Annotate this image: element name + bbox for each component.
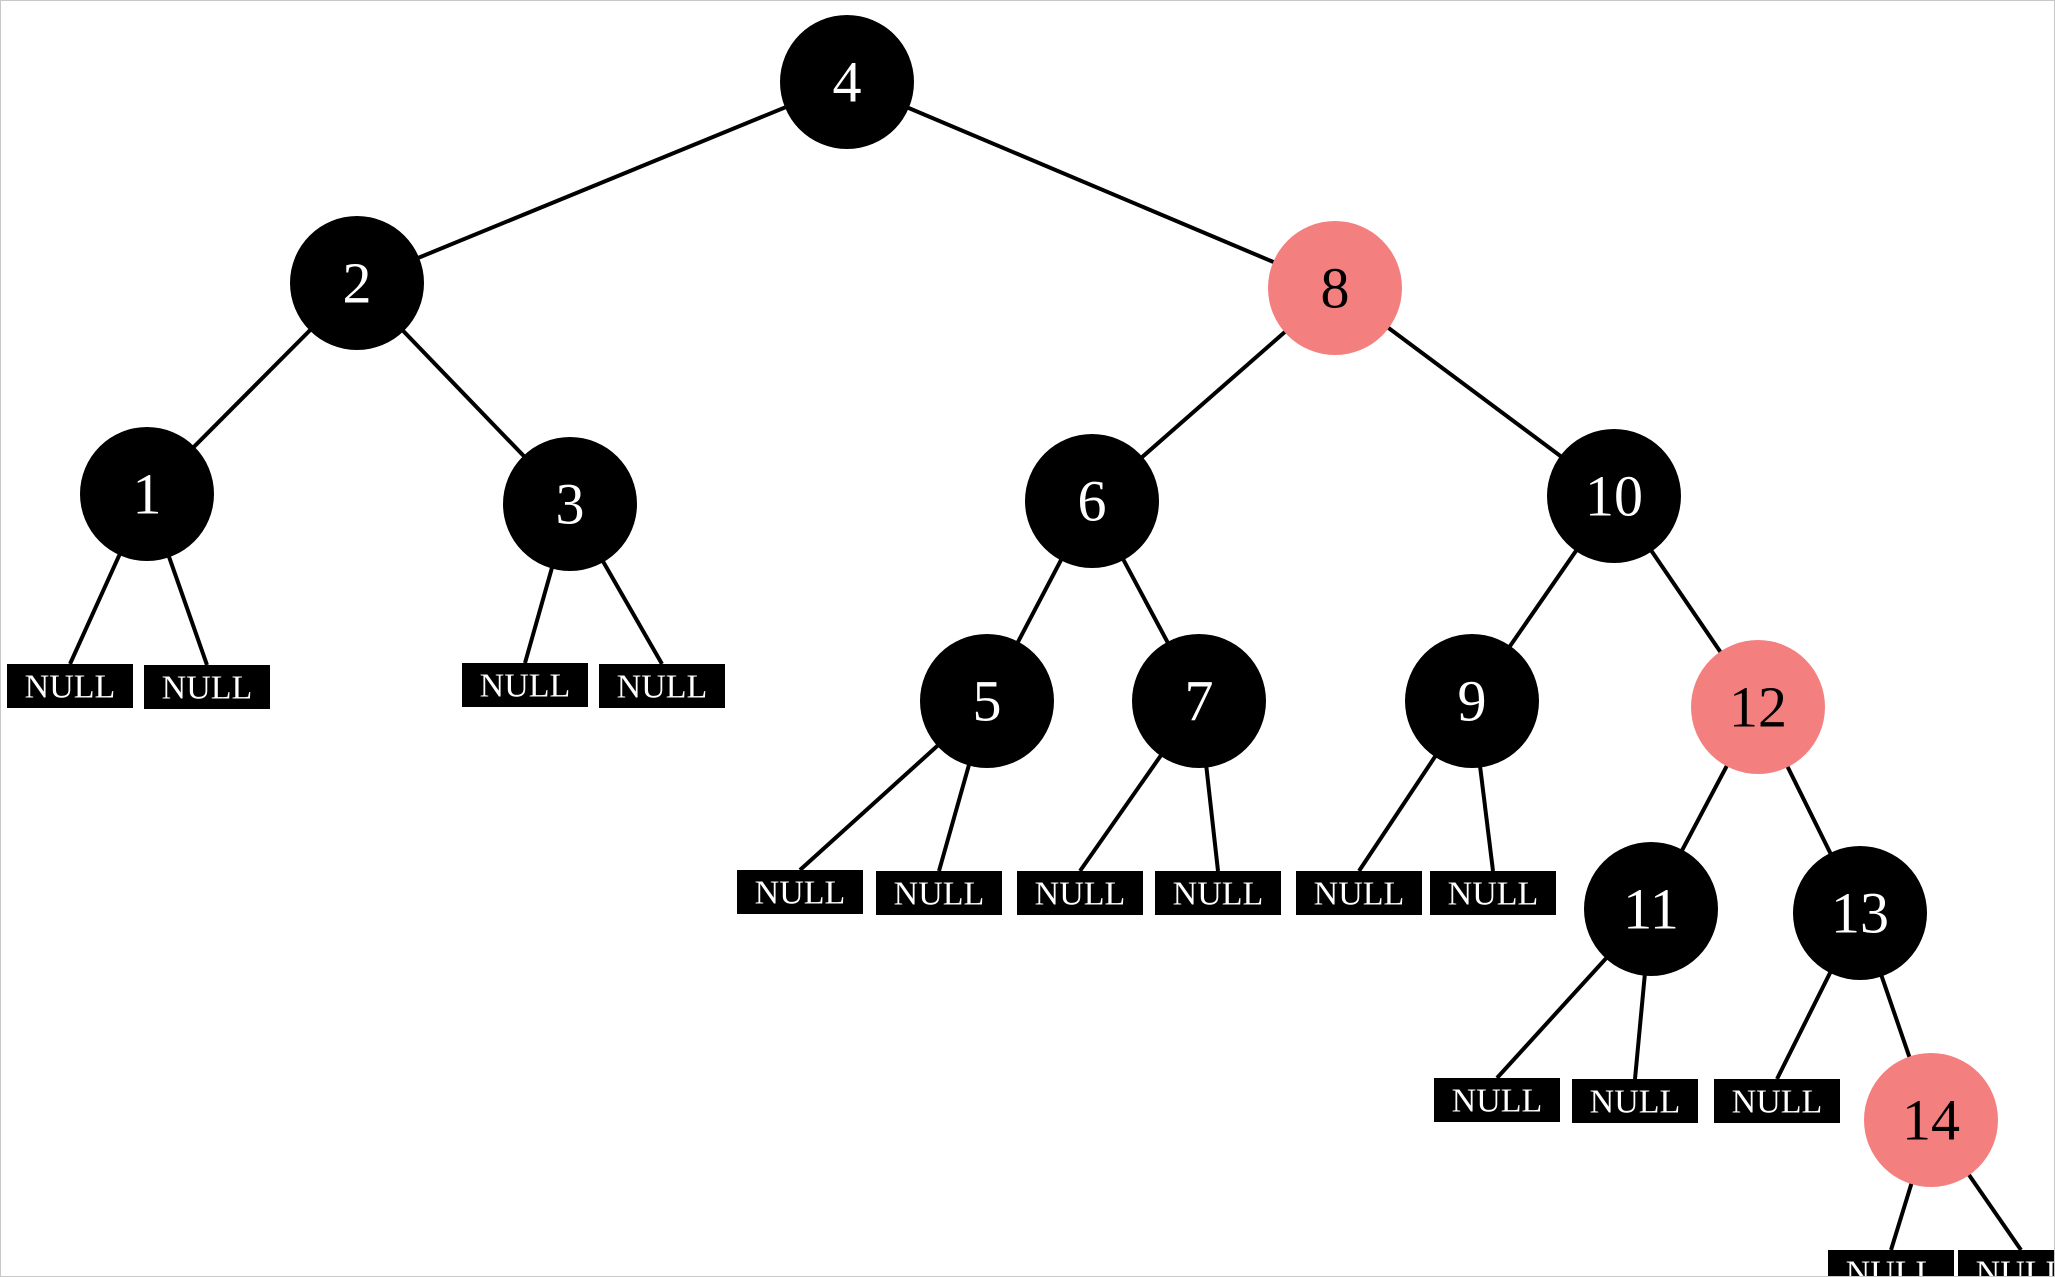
null-leaf-9-left: NULL [1296, 871, 1422, 915]
tree-node-13: 13 [1793, 846, 1927, 980]
null-label: NULL [162, 670, 253, 707]
node-circle-9-black [1405, 634, 1539, 768]
null-box [1017, 871, 1143, 915]
tree-node-4: 4 [780, 15, 914, 149]
node-circle-7-black [1132, 634, 1266, 768]
null-box [462, 663, 588, 707]
null-box [1296, 871, 1422, 915]
tree-node-12: 12 [1691, 640, 1825, 774]
node-label-14: 14 [1902, 1088, 1960, 1153]
null-box [144, 665, 270, 709]
node-circle-1-black [80, 427, 214, 561]
null-box [7, 664, 133, 708]
null-label: NULL [1173, 876, 1264, 913]
null-leaf-7-left: NULL [1017, 871, 1143, 915]
null-label: NULL [755, 875, 846, 912]
node-circle-3-black [503, 437, 637, 571]
node-label-2: 2 [343, 251, 372, 316]
node-label-1: 1 [133, 462, 162, 527]
node-circle-14-red [1864, 1053, 1998, 1187]
null-leaf-1-right: NULL [144, 665, 270, 709]
null-label: NULL [894, 876, 985, 913]
node-label-5: 5 [973, 669, 1002, 734]
node-circle-10-black [1547, 429, 1681, 563]
node-label-9: 9 [1458, 669, 1487, 734]
null-leaf-13-left: NULL [1714, 1079, 1840, 1123]
null-leaf-11-right: NULL [1572, 1079, 1698, 1123]
null-box [876, 871, 1002, 915]
null-label: NULL [1314, 876, 1405, 913]
null-box [1572, 1079, 1698, 1123]
edge-4-8 [846, 80, 1336, 290]
node-circle-2-black [290, 216, 424, 350]
tree-node-3: 3 [503, 437, 637, 571]
tree-node-5: 5 [920, 634, 1054, 768]
tree-node-6: 6 [1025, 434, 1159, 568]
null-leaf-11-left: NULL [1434, 1078, 1560, 1122]
null-leaf-3-left: NULL [462, 663, 588, 707]
node-circle-4-black [780, 15, 914, 149]
tree-node-2: 2 [290, 216, 424, 350]
null-leaf-14-right: NULL [1958, 1250, 2055, 1277]
null-leaf-5-right: NULL [876, 871, 1002, 915]
null-label: NULL [1732, 1084, 1823, 1121]
null-box [1430, 871, 1556, 915]
tree-node-1: 1 [80, 427, 214, 561]
null-box [1958, 1250, 2054, 1276]
node-circle-12-red [1691, 640, 1825, 774]
null-label: NULL [1590, 1084, 1681, 1121]
node-label-3: 3 [556, 472, 585, 537]
node-label-6: 6 [1078, 469, 1107, 534]
null-box [1434, 1078, 1560, 1122]
node-circle-8-red [1268, 221, 1402, 355]
node-label-4: 4 [833, 50, 862, 115]
node-label-13: 13 [1831, 881, 1889, 946]
tree-node-9: 9 [1405, 634, 1539, 768]
node-label-12: 12 [1729, 675, 1787, 740]
null-leaf-3-right: NULL [599, 664, 725, 708]
tree-node-8: 8 [1268, 221, 1402, 355]
null-box [1828, 1250, 1954, 1276]
null-leaf-1-left: NULL [7, 664, 133, 708]
node-label-11: 11 [1623, 877, 1679, 942]
null-label: NULL [1452, 1083, 1543, 1120]
tree-node-7: 7 [1132, 634, 1266, 768]
null-box [1155, 871, 1281, 915]
node-label-10: 10 [1585, 464, 1643, 529]
node-label-8: 8 [1321, 256, 1350, 321]
null-label: NULL [1846, 1255, 1937, 1277]
null-leaf-9-right: NULL [1430, 871, 1556, 915]
node-circle-6-black [1025, 434, 1159, 568]
node-label-7: 7 [1185, 669, 1214, 734]
tree-node-10: 10 [1547, 429, 1681, 563]
null-label: NULL [1035, 876, 1126, 913]
null-leaf-5-left: NULL [737, 870, 863, 914]
null-box [599, 664, 725, 708]
tree-node-11: 11 [1584, 842, 1718, 976]
null-label: NULL [480, 668, 571, 705]
null-box [1714, 1079, 1840, 1123]
null-label: NULL [25, 669, 116, 706]
null-leaf-14-left: NULL [1828, 1250, 1954, 1277]
null-label: NULL [1448, 876, 1539, 913]
node-circle-11-black [1584, 842, 1718, 976]
node-circle-5-black [920, 634, 1054, 768]
null-label: NULL [617, 669, 708, 706]
null-label: NULL [1976, 1255, 2055, 1277]
null-box [737, 870, 863, 914]
node-circle-13-black [1793, 846, 1927, 980]
tree-node-14: 14 [1864, 1053, 1998, 1187]
null-leaf-7-right: NULL [1155, 871, 1281, 915]
edge-4-2 [356, 80, 848, 285]
